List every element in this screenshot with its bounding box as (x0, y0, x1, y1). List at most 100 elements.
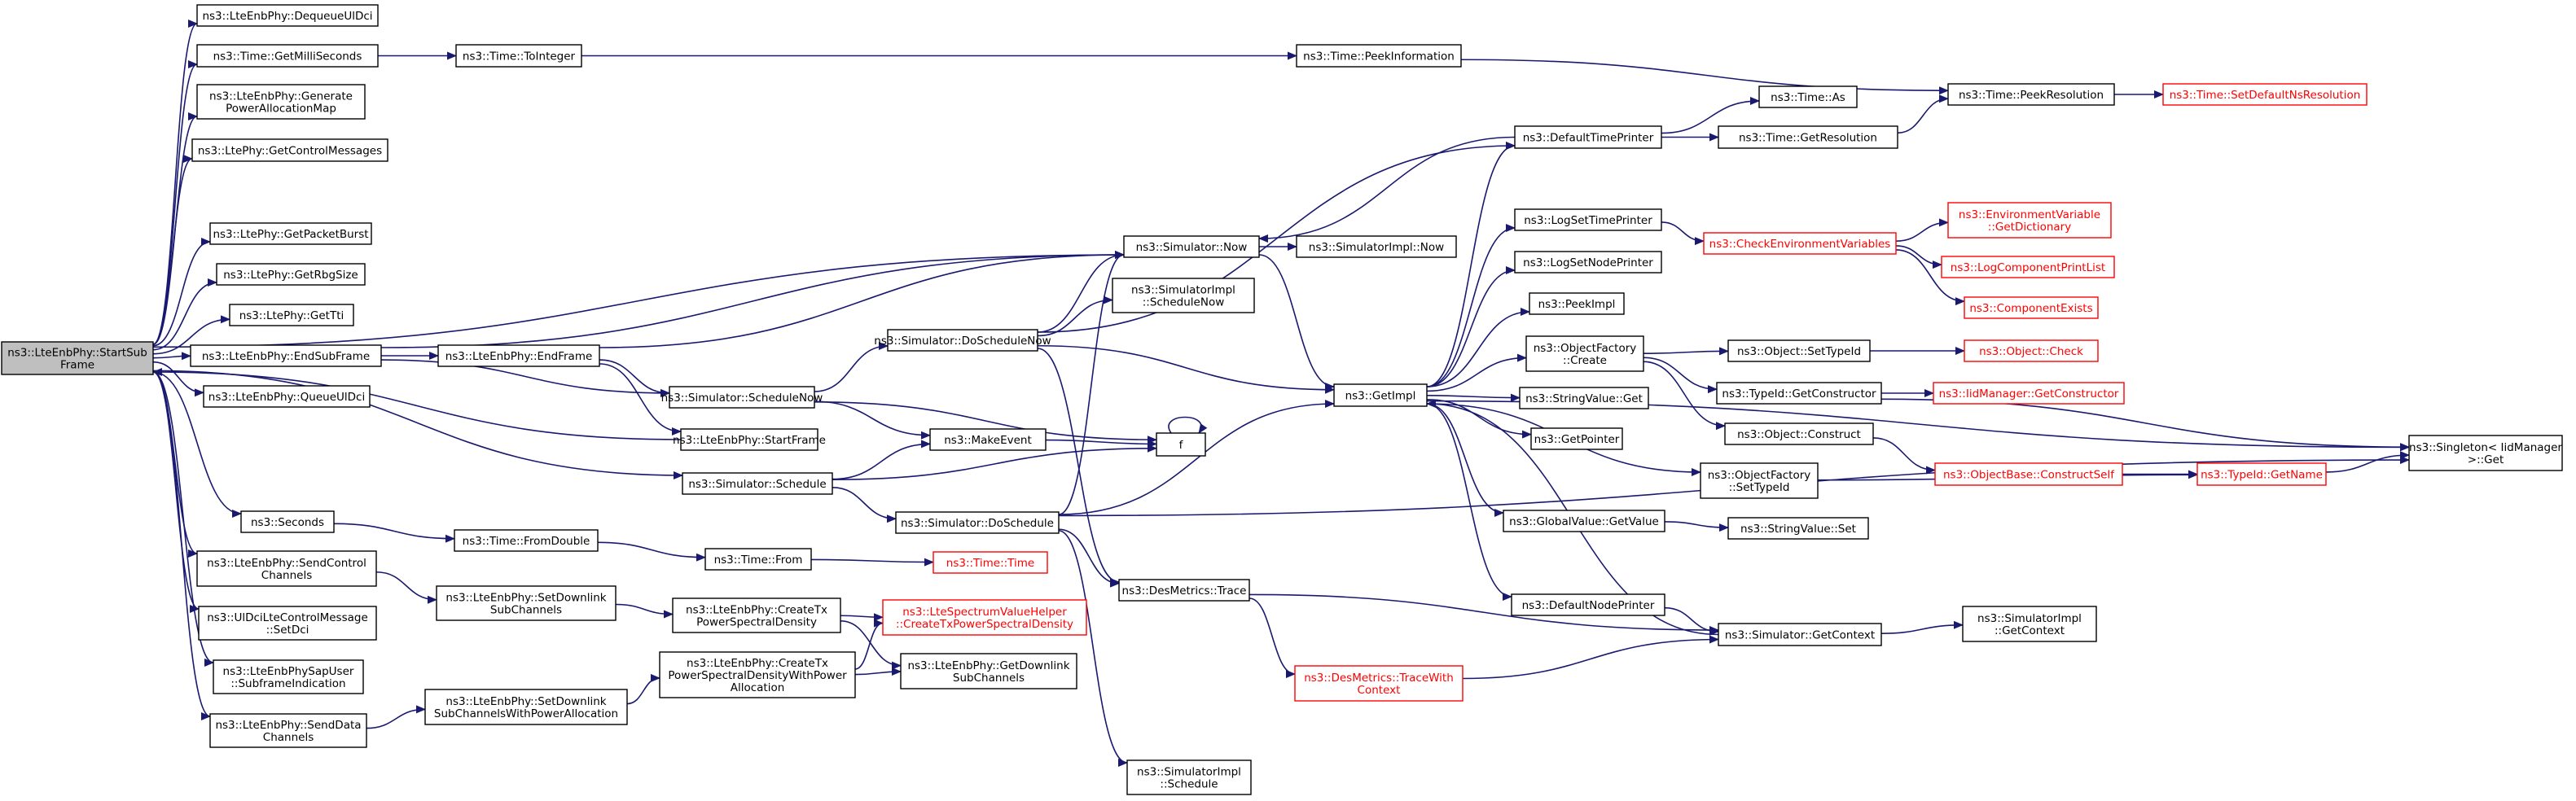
node-singleton-get[interactable]: ns3::Singleton< IidManager>::Get (2408, 435, 2563, 471)
edge-logSetTimePrinter-to-checkEnvVars (1661, 221, 1705, 246)
node-box (1716, 382, 1882, 405)
node-time-as[interactable]: ns3::Time::As (1758, 85, 1858, 108)
node-default-node-printer[interactable]: ns3::DefaultNodePrinter (1511, 593, 1665, 616)
node-box (455, 44, 582, 68)
node-string-value-get[interactable]: ns3::StringValue::Get (1519, 387, 1649, 409)
node-sim-get-context[interactable]: ns3::Simulator::GetContext (1718, 623, 1882, 646)
node-check-env-vars[interactable]: ns3::CheckEnvironmentVariables (1703, 232, 1897, 255)
node-label: ns3::MakeEvent (944, 434, 1032, 447)
node-object-set-type-id[interactable]: ns3::Object::SetTypeId (1727, 339, 1871, 362)
edge-schedule-to-makeEvent (832, 440, 931, 480)
node-object-check[interactable]: ns3::Object::Check (1964, 339, 2099, 362)
node-dequeue-ul-dci[interactable]: ns3::LteEnbPhy::DequeueUlDci (196, 4, 379, 27)
node-log-component-print-list[interactable]: ns3::LogComponentPrintList (1941, 256, 2115, 278)
node-label: ns3::StringValue::Get (1525, 392, 1643, 405)
node-type-id-get-constructor[interactable]: ns3::TypeId::GetConstructor (1716, 382, 1882, 405)
node-time-time[interactable]: ns3::Time::Time (933, 551, 1048, 574)
node-f[interactable]: f (1156, 432, 1206, 457)
node-set-default-ns-resolution[interactable]: ns3::Time::SetDefaultNsResolution (2162, 83, 2368, 106)
node-start-frame[interactable]: ns3::LteEnbPhy::StartFrame (673, 428, 826, 451)
edge-root-to-getMilliSeconds (152, 60, 198, 345)
node-box (1296, 235, 1457, 258)
node-box (209, 713, 367, 748)
node-set-downlink-sub-channels-p-a[interactable]: ns3::LteEnbPhy::SetDownlinkSubChannelsWi… (424, 689, 628, 725)
node-box (1964, 296, 2099, 319)
edge-root-to-endSubFrame (152, 352, 191, 361)
edge-doScheduleNow-to-defaultTimePrinter (1037, 142, 1516, 333)
node-get-pointer[interactable]: ns3::GetPointer (1530, 427, 1623, 450)
node-end-frame[interactable]: ns3::LteEnbPhy::EndFrame (437, 344, 600, 367)
node-box (1118, 579, 1250, 602)
node-log-set-node-printer[interactable]: ns3::LogSetNodePrinter (1514, 251, 1662, 274)
node-get-milli-seconds[interactable]: ns3::Time::GetMilliSeconds (196, 44, 379, 68)
node-do-schedule-now[interactable]: ns3::Simulator::DoScheduleNow (874, 329, 1051, 352)
node-from-double[interactable]: ns3::Time::FromDouble (454, 529, 599, 552)
node-get-packet-burst[interactable]: ns3::LtePhy::GetPacketBurst (209, 222, 372, 245)
node-sim-impl-schedule[interactable]: ns3::SimulatorImpl::Schedule (1126, 759, 1252, 795)
node-object-base-construct-self[interactable]: ns3::ObjectBase::ConstructSelf (1934, 462, 2123, 486)
node-to-integer[interactable]: ns3::Time::ToInteger (455, 44, 582, 68)
node-default-time-printer[interactable]: ns3::DefaultTimePrinter (1514, 125, 1662, 149)
node-subframe-indication[interactable]: ns3::LteEnbPhySapUser::SubframeIndicatio… (213, 659, 364, 694)
node-label: ns3::Time::PeekInformation (1303, 50, 1455, 63)
node-label: PowerAllocationMap (226, 103, 336, 116)
node-obj-factory-create[interactable]: ns3::ObjectFactory::Create (1525, 335, 1644, 372)
node-string-value-set[interactable]: ns3::StringValue::Set (1727, 517, 1869, 540)
node-component-exists[interactable]: ns3::ComponentExists (1964, 296, 2099, 319)
edge-desTrace-to-traceWithContext (1249, 597, 1296, 679)
node-schedule-now[interactable]: ns3::Simulator::ScheduleNow (661, 386, 823, 409)
edge-globalValueGetValue-to-stringValueSet (1664, 521, 1729, 532)
node-schedule[interactable]: ns3::Simulator::Schedule (682, 472, 833, 495)
edge-sendDataChannels-to-setDownlinkSubChannelsPA (366, 705, 426, 729)
node-time-from[interactable]: ns3::Time::From (704, 548, 812, 571)
node-create-tx-psd[interactable]: ns3::LteEnbPhy::CreateTxPowerSpectralDen… (672, 597, 841, 633)
node-make-event[interactable]: ns3::MakeEvent (929, 428, 1047, 451)
node-label: ns3::Time::PeekResolution (1959, 89, 2104, 102)
node-time-peek-resolution[interactable]: ns3::Time::PeekResolution (1947, 83, 2115, 106)
node-end-sub-frame[interactable]: ns3::LteEnbPhy::EndSubFrame (190, 344, 382, 367)
node-log-set-time-printer[interactable]: ns3::LogSetTimePrinter (1514, 208, 1662, 231)
edge-getImpl-to-peekImpl (1426, 308, 1530, 387)
node-do-schedule[interactable]: ns3::Simulator::DoSchedule (895, 511, 1060, 534)
node-box (1112, 278, 1255, 313)
node-env-var-get-dictionary[interactable]: ns3::EnvironmentVariable::GetDictionary (1947, 202, 2112, 239)
node-create-tx-psd-p-a[interactable]: ns3::LteEnbPhy::CreateTxPowerSpectralDen… (659, 651, 856, 698)
node-des-trace[interactable]: ns3::DesMetrics::Trace (1118, 579, 1250, 602)
node-queue-ul-dci[interactable]: ns3::LteEnbPhy::QueueUlDci (203, 385, 371, 408)
node-sim-impl-now[interactable]: ns3::SimulatorImpl::Now (1296, 235, 1457, 258)
node-peek-impl[interactable]: ns3::PeekImpl (1529, 292, 1625, 315)
node-obj-factory-set-type-id[interactable]: ns3::ObjectFactory::SetTypeId (1700, 462, 1819, 499)
node-box (209, 222, 372, 245)
edge-checkEnvVars-to-componentExists (1895, 249, 1965, 306)
node-time-peek-info[interactable]: ns3::Time::PeekInformation (1296, 44, 1462, 68)
node-sim-impl-get-context[interactable]: ns3::SimulatorImpl::GetContext (1962, 606, 2097, 642)
edge-makeEvent-to-f (1045, 439, 1157, 449)
node-time-get-resolution[interactable]: ns3::Time::GetResolution (1718, 125, 1898, 149)
node-object-construct[interactable]: ns3::Object::Construct (1724, 422, 1874, 445)
node-get-tti[interactable]: ns3::LtePhy::GetTti (229, 304, 354, 326)
node-get-impl[interactable]: ns3::GetImpl (1333, 383, 1428, 407)
node-gen-power-alloc[interactable]: ns3::LteEnbPhy::GeneratePowerAllocationM… (196, 84, 366, 120)
edge-objFactoryCreate-to-typeIdGetConstructor (1643, 357, 1718, 394)
node-sim-now[interactable]: ns3::Simulator::Now (1123, 235, 1260, 258)
node-box (895, 511, 1060, 534)
node-seconds[interactable]: ns3::Seconds (240, 510, 335, 533)
node-box (1514, 125, 1662, 149)
node-global-value-get-value[interactable]: ns3::GlobalValue::GetValue (1503, 510, 1665, 532)
node-label: ns3::Object::Construct (1737, 428, 1861, 441)
node-get-control-messages[interactable]: ns3::LtePhy::GetControlMessages (191, 138, 388, 162)
node-set-dci[interactable]: ns3::UlDciLteControlMessage::SetDci (198, 606, 377, 641)
node-label: ::SetDci (266, 624, 309, 637)
node-iid-manager-get-constructor[interactable]: ns3::IidManager::GetConstructor (1933, 382, 2125, 405)
node-get-rbg-size[interactable]: ns3::LtePhy::GetRbgSize (216, 263, 366, 286)
node-type-id-get-name[interactable]: ns3::TypeId::GetName (2196, 462, 2327, 486)
node-lte-svh-create[interactable]: ns3::LteSpectrumValueHelper::CreateTxPow… (882, 599, 1087, 636)
node-sim-impl-schedule-now[interactable]: ns3::SimulatorImpl::ScheduleNow (1112, 278, 1255, 313)
